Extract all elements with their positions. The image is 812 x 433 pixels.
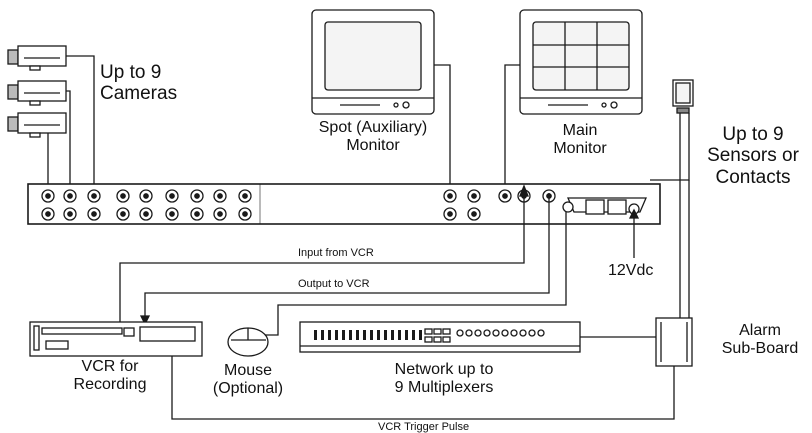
- alarm-label: Alarm Sub-Board: [712, 322, 808, 358]
- mouse-line-1: Mouse: [223, 362, 273, 379]
- multiplexer-keys: [314, 328, 545, 343]
- sensors-line-3: Contacts: [715, 166, 791, 188]
- multiplexer-key: [384, 330, 387, 340]
- mouse-line-2: (Optional): [212, 379, 284, 397]
- multiplexer-key: [398, 330, 401, 340]
- multiplexer-key: [349, 330, 352, 340]
- multiplexer-button: [442, 336, 451, 343]
- multiplexer-key: [377, 330, 380, 340]
- multiplexer-indicator: [465, 329, 473, 337]
- multiplexer-indicator: [474, 329, 482, 337]
- multiplexer-key: [405, 330, 408, 340]
- multiplexer-button: [424, 328, 433, 335]
- sensors-line-1: Up to 9: [722, 124, 784, 145]
- camera-in-connector-pin: [242, 193, 248, 199]
- cameras-line-2: Cameras: [100, 83, 178, 105]
- main-monitor-line-2: Monitor: [553, 139, 607, 157]
- camera-in-connector-pin: [120, 193, 126, 199]
- camera-out-connector-pin: [91, 211, 97, 217]
- multiplexer-key: [321, 330, 324, 340]
- alarm-board-icon: [655, 317, 693, 367]
- camera-in-connector-pin: [169, 193, 175, 199]
- camera-out-connector-pin: [242, 211, 248, 217]
- vcr-line-1: VCR for: [81, 358, 139, 375]
- multiplexer-key: [335, 330, 338, 340]
- video-connector-pin: [471, 211, 477, 217]
- main-monitor-line-1: Main: [562, 122, 598, 139]
- camera-3-icon: [7, 112, 67, 138]
- multiplexer-indicator: [528, 329, 536, 337]
- output-to-vcr-label: Output to VCR: [298, 278, 370, 290]
- video-connector-pin: [447, 193, 453, 199]
- multiplexer-key: [419, 330, 422, 340]
- mouse-icon: [227, 327, 269, 357]
- multiplexer-key: [370, 330, 373, 340]
- multiplexer-button: [442, 328, 451, 335]
- multiplexer-key: [342, 330, 345, 340]
- video-connector-pin: [502, 193, 508, 199]
- network-ports: [562, 199, 640, 215]
- multiplexer-key: [391, 330, 394, 340]
- sensor-icon: [672, 79, 694, 114]
- camera-2-icon: [7, 80, 67, 106]
- spot-monitor-label: Spot (Auxiliary) Monitor: [300, 119, 446, 155]
- camera-in-connector-pin: [45, 193, 51, 199]
- multiplexer-indicator: [519, 329, 527, 337]
- mouse-label: Mouse (Optional): [196, 362, 300, 398]
- vcr-line-2: Recording: [73, 375, 147, 393]
- multiplexer-key: [314, 330, 317, 340]
- camera-1-icon: [7, 45, 67, 71]
- power-label: 12Vdc: [608, 262, 654, 279]
- spot-monitor-icon: [311, 9, 435, 115]
- multiplexer-key: [356, 330, 359, 340]
- network-line-1: Network up to: [394, 361, 494, 378]
- rear-panel: [27, 183, 661, 225]
- camera-out-connector-pin: [169, 211, 175, 217]
- main-monitor-icon: [519, 9, 643, 115]
- cameras-line-1: Up to 9: [100, 62, 162, 83]
- multiplexer-indicator: [492, 329, 500, 337]
- camera-out-connector-pin: [67, 211, 73, 217]
- main-monitor-label: Main Monitor: [535, 122, 625, 158]
- camera-out-connector-pin: [120, 211, 126, 217]
- multiplexer-button: [433, 336, 442, 343]
- spot-monitor-line-1: Spot (Auxiliary): [318, 119, 428, 136]
- camera-in-connector-pin: [194, 193, 200, 199]
- input-from-vcr-label: Input from VCR: [298, 247, 374, 259]
- multiplexer-key: [412, 330, 415, 340]
- camera-in-connector-pin: [67, 193, 73, 199]
- video-connector-pin: [471, 193, 477, 199]
- network-label: Network up to 9 Multiplexers: [364, 361, 524, 397]
- multiplexer-indicator: [456, 329, 464, 337]
- camera-out-connector-pin: [194, 211, 200, 217]
- spot-monitor-line-2: Monitor: [346, 136, 400, 154]
- multiplexer-indicator: [510, 329, 518, 337]
- multiplexer-key: [363, 330, 366, 340]
- camera-in-connector-pin: [91, 193, 97, 199]
- sensors-label: Up to 9 Sensors or Contacts: [700, 124, 806, 188]
- camera-out-connector-pin: [143, 211, 149, 217]
- vcr-trigger-label: VCR Trigger Pulse: [378, 421, 470, 433]
- multiplexer-indicator: [501, 329, 509, 337]
- alarm-line-1: Alarm: [739, 322, 781, 339]
- video-connector-pin: [447, 211, 453, 217]
- multiplexer-button: [433, 328, 442, 335]
- camera-in-connector-pin: [217, 193, 223, 199]
- vcr-icon: [29, 321, 203, 357]
- multiplexer-indicator: [483, 329, 491, 337]
- vcr-label: VCR for Recording: [52, 358, 168, 394]
- multiplexer-button: [424, 336, 433, 343]
- network-line-2: 9 Multiplexers: [394, 378, 494, 396]
- bnc-connectors: [41, 189, 556, 221]
- sensors-line-2: Sensors or: [707, 145, 799, 167]
- camera-in-connector-pin: [143, 193, 149, 199]
- multiplexer-key: [328, 330, 331, 340]
- camera-out-connector-pin: [45, 211, 51, 217]
- multiplexer-indicator: [537, 329, 545, 337]
- cameras-label: Up to 9 Cameras: [100, 62, 177, 105]
- camera-out-connector-pin: [217, 211, 223, 217]
- alarm-line-2: Sub-Board: [721, 339, 799, 357]
